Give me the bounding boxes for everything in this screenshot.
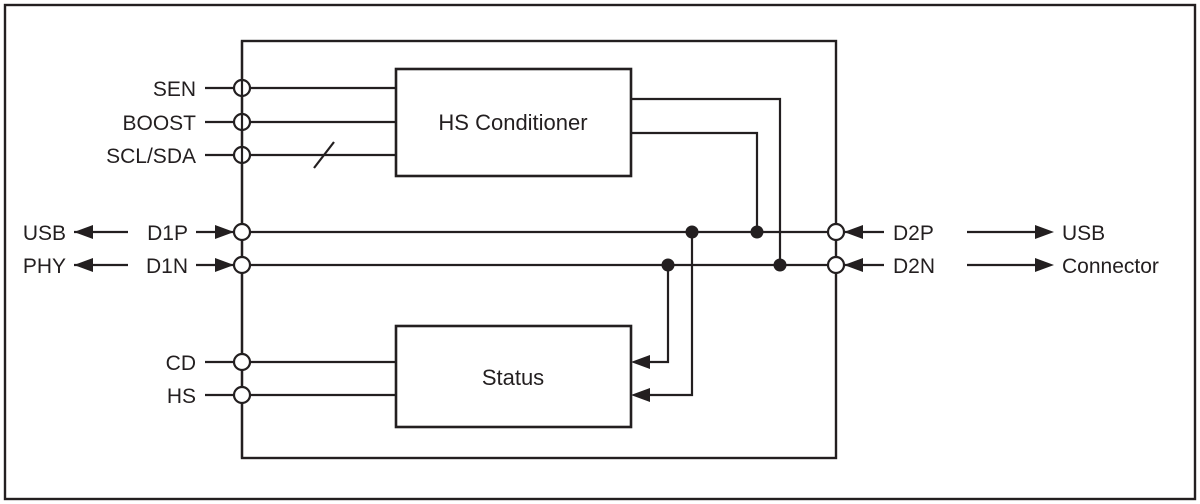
pin-circle-d2p — [826, 222, 846, 242]
arrowhead-d2n-to-connector — [1035, 258, 1054, 272]
pin-label-cd: CD — [166, 352, 196, 375]
figure-border — [3, 3, 1197, 501]
arrowhead-d1n-to-phy — [74, 258, 93, 272]
pin-circle-d2n — [826, 255, 846, 275]
pin-label-boost: BOOST — [122, 112, 196, 135]
wire-conditioner-out-to-d1n — [631, 97, 782, 265]
pin-label-d1n: D1N — [146, 255, 188, 278]
arrowhead-d1p-to-usb — [74, 225, 93, 239]
block-label-hs-conditioner: HS Conditioner — [438, 110, 587, 135]
wire-d1p-tap-to-status — [648, 232, 694, 397]
pin-label-sclsda: SCL/SDA — [106, 145, 196, 168]
arrowhead-status-input-lower — [631, 388, 650, 402]
pin-circle-cd — [232, 352, 252, 372]
block-hs-conditioner — [394, 67, 633, 178]
arrowhead-d1n-into-chip — [215, 258, 234, 272]
endpoint-label-phy-left: PHY — [23, 255, 66, 278]
pin-label-hs: HS — [167, 385, 196, 408]
junction-dot-conditioner-d1p — [750, 225, 764, 239]
wire-conditioner-out-to-d1p — [631, 131, 759, 232]
endpoint-label-usb-right: USB — [1062, 222, 1105, 245]
junction-dot-d1n-tap — [661, 258, 675, 272]
arrowhead-d2p-into-chip — [844, 225, 863, 239]
arrowhead-status-input-upper — [631, 355, 650, 369]
arrowhead-d1p-into-chip — [215, 225, 234, 239]
pin-label-d2p: D2P — [893, 222, 934, 245]
block-label-status: Status — [482, 365, 544, 390]
pin-circle-d1p — [232, 222, 252, 242]
pin-circle-hs — [232, 385, 252, 405]
pin-circle-d1n — [232, 255, 252, 275]
endpoint-label-connector-right: Connector — [1062, 255, 1159, 278]
pin-label-d1p: D1P — [147, 222, 188, 245]
pin-label-sen: SEN — [153, 78, 196, 101]
pin-label-d2n: D2N — [893, 255, 935, 278]
junction-dot-conditioner-d1n — [773, 258, 787, 272]
arrowhead-d2n-into-chip — [844, 258, 863, 272]
arrowhead-d2p-to-usb — [1035, 225, 1054, 239]
endpoint-label-usb-left: USB — [23, 222, 66, 245]
bus-slash-icon — [313, 141, 335, 169]
wire-d1n-tap-to-status — [648, 265, 670, 364]
junction-dot-d1p-tap — [685, 225, 699, 239]
block-status — [394, 324, 633, 429]
